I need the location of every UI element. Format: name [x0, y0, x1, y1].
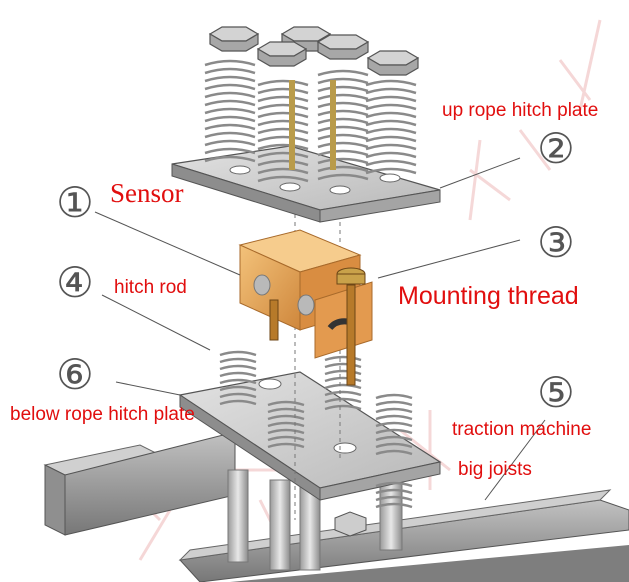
callout-3: ③ [537, 218, 575, 267]
label-traction-machine: traction machine [452, 419, 592, 440]
callout-6: ⑥ [56, 350, 94, 399]
label-mounting-thread: Mounting thread [398, 282, 579, 310]
label-up-rope-hitch-plate: up rope hitch plate [442, 100, 599, 121]
label-hitch-rod: hitch rod [114, 277, 187, 298]
upper-springs [204, 59, 417, 183]
label-below-rope-hitch-plate: below rope hitch plate [10, 404, 195, 425]
callout-4: ④ [56, 258, 94, 307]
sensor-body [238, 229, 373, 386]
axis-lines [294, 190, 341, 520]
label-big-joists: big joists [458, 459, 532, 480]
callout-1: ① [56, 178, 94, 227]
label-sensor: Sensor [110, 178, 184, 208]
leader-lines [94, 157, 546, 501]
lower-springs [219, 350, 413, 509]
lower-rods [227, 469, 403, 571]
up-rope-hitch-plate [171, 145, 441, 223]
hex-nuts [208, 26, 420, 76]
callout-5: ⑤ [537, 368, 575, 417]
callout-2: ② [537, 124, 575, 173]
